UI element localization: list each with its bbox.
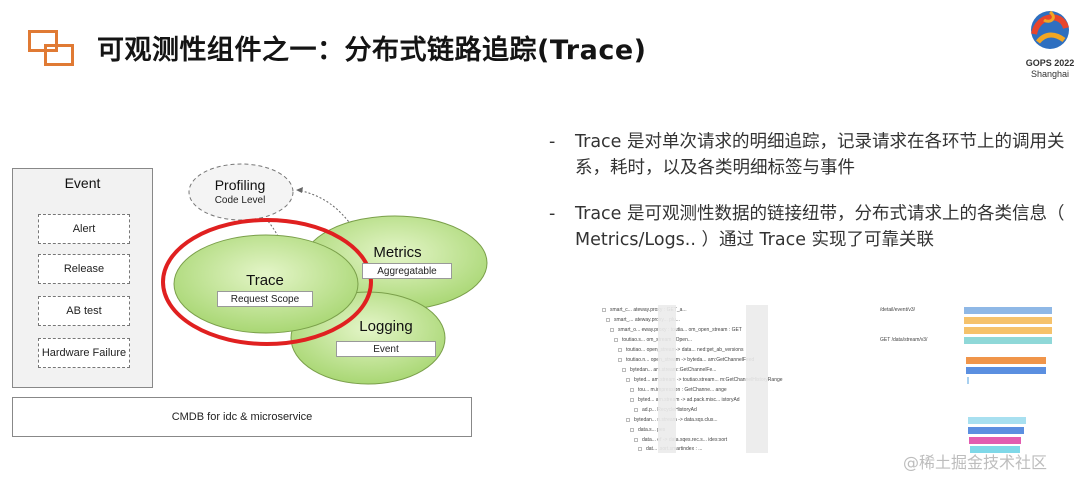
trace-row: toutiao.n... open_stream -> byteda... am… xyxy=(596,355,1058,366)
trace-row: toutiao.s... om_stream : Open... GET /da… xyxy=(596,335,1058,346)
event-item-hardware-failure: Hardware Failure xyxy=(38,338,130,368)
expand-icon xyxy=(630,388,634,392)
gops-year-label: GOPS 2022 xyxy=(1025,58,1075,68)
trace-row: tou... m.impression : GetChanne... ange xyxy=(596,385,1058,396)
trace-span-bar xyxy=(968,427,1024,434)
trace-span-bar xyxy=(966,357,1046,364)
bullet-dash: - xyxy=(549,132,556,152)
trace-sublabel: Request Scope xyxy=(217,291,313,307)
trace-row: data... ef -> data.sqes.rec.s... ides:so… xyxy=(596,435,1058,446)
trace-span-bar xyxy=(970,446,1020,453)
trace-span-bar xyxy=(967,377,969,384)
bullet-trace-definition: - Trace 是对单次请求的明细追踪，记录请求在各环节上的调用关系，耗时，以及… xyxy=(549,129,1065,185)
expand-icon xyxy=(618,358,622,362)
gops-logo-icon xyxy=(1031,10,1069,49)
event-item-alert: Alert xyxy=(38,214,130,244)
expand-icon xyxy=(634,408,638,412)
trace-row-extra: /detail/event/v3/ xyxy=(880,307,916,313)
trace-label: Trace xyxy=(246,272,284,289)
metrics-sublabel: Aggregatable xyxy=(362,263,452,279)
logo-square-back xyxy=(28,30,58,52)
cmdb-bar: CMDB for idc & microservice xyxy=(12,397,472,437)
trace-row-text: byted... am.stream -> ad.pack.misc... is… xyxy=(638,397,740,403)
trace-row: smart_o... eway.proxy : toutia... om_ope… xyxy=(596,325,1058,336)
trace-row-text: data... ef -> data.sqes.rec.s... ides:so… xyxy=(642,437,728,443)
watermark: @稀土掘金技术社区 xyxy=(903,453,1048,472)
trace-row-text: smart_o... eway.proxy : toutia... om_ope… xyxy=(618,327,742,333)
expand-icon xyxy=(610,328,614,332)
expand-icon xyxy=(622,368,626,372)
metrics-label: Metrics xyxy=(373,244,422,261)
expand-icon xyxy=(630,428,634,432)
trace-screenshot: smart_c... ateway.proxy : GET_a... /deta… xyxy=(596,305,1058,453)
redaction-blur xyxy=(658,305,676,453)
trace-row-text: toutiao.s... om_stream : Open... xyxy=(622,337,693,343)
trace-span-bar xyxy=(964,337,1052,344)
expand-icon xyxy=(602,308,606,312)
trace-row: smart_... ateway.proxy... plu... xyxy=(596,315,1058,326)
event-item-release: Release xyxy=(38,254,130,284)
expand-icon xyxy=(614,338,618,342)
expand-icon xyxy=(634,438,638,442)
event-panel: Event Alert Release AB test Hardware Fai… xyxy=(12,168,153,388)
expand-icon xyxy=(630,398,634,402)
trace-highlight-ring xyxy=(161,218,373,346)
logging-sublabel: Event xyxy=(336,341,436,357)
page-title: 可观测性组件之一：分布式链路追踪(Trace) xyxy=(97,35,647,66)
expand-icon xyxy=(626,378,630,382)
trace-row-text: tou... m.impression : GetChanne... ange xyxy=(638,387,727,393)
trace-span-bar xyxy=(968,417,1026,424)
logging-label: Logging xyxy=(359,318,413,335)
gops-city-label: Shanghai xyxy=(1030,69,1070,79)
trace-span-bar xyxy=(964,317,1052,324)
trace-span-bar xyxy=(966,367,1046,374)
event-panel-title: Event xyxy=(64,175,101,191)
trace-row-text: data.s... pes xyxy=(638,427,666,433)
trace-row-text: byted... am.stream -> toutiao.stream... … xyxy=(634,377,783,383)
trace-row-extra: GET /data/stream/v3/ xyxy=(880,337,928,343)
trace-row-text: smart_c... ateway.proxy : GET_a... xyxy=(610,307,687,313)
expand-icon xyxy=(606,318,610,322)
bullet-text: Trace 是对单次请求的明细追踪，记录请求在各环节上的调用关系，耗时，以及各类… xyxy=(575,132,1065,178)
trace-row: byted... am.stream -> toutiao.stream... … xyxy=(596,375,1058,386)
logo-square-front xyxy=(44,44,74,66)
bullet-trace-linkage: - Trace 是可观测性数据的链接纽带，分布式请求上的各类信息（ Metric… xyxy=(549,201,1065,257)
bullet-dash: - xyxy=(549,204,556,224)
expand-icon xyxy=(638,447,642,451)
expand-icon xyxy=(618,348,622,352)
trace-span-bar xyxy=(964,327,1052,334)
bullet-text: Trace 是可观测性数据的链接纽带，分布式请求上的各类信息（ Metrics/… xyxy=(575,204,1065,250)
trace-row-text: toutiao.n... open_stream -> byteda... am… xyxy=(626,357,755,363)
trace-span-bar xyxy=(964,307,1052,314)
trace-ellipse xyxy=(173,234,359,334)
trace-row-text: smart_... ateway.proxy... plu... xyxy=(614,317,680,323)
profiling-label: Profiling xyxy=(214,177,266,193)
trace-row: smart_c... ateway.proxy : GET_a... /deta… xyxy=(596,305,1058,316)
event-item-ab-test: AB test xyxy=(38,296,130,326)
trace-span-bar xyxy=(969,437,1021,444)
trace-row: data.s... pes xyxy=(596,425,1058,436)
redaction-blur xyxy=(746,305,768,453)
trace-row: byted... am.stream -> ad.pack.misc... is… xyxy=(596,395,1058,406)
expand-icon xyxy=(626,418,630,422)
trace-row: toutiao... open_stream-> data... ned:get… xyxy=(596,345,1058,356)
trace-row-text: toutiao... open_stream-> data... ned:get… xyxy=(626,347,744,353)
profiling-sublabel: Code Level xyxy=(214,194,266,206)
